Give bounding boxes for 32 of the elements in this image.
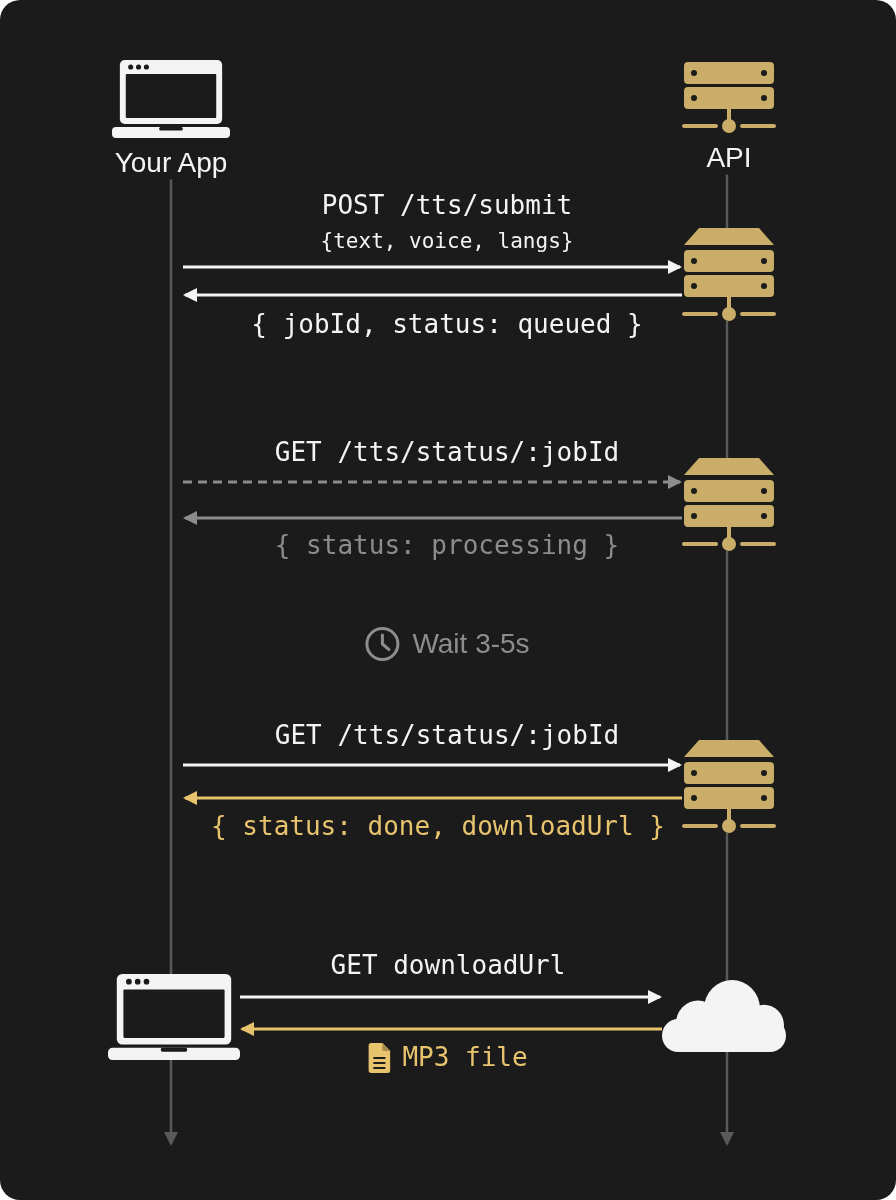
edge-label: POST /tts/submit	[321, 190, 573, 222]
arrow	[240, 1022, 662, 1036]
wait-note: Wait 3-5s	[412, 627, 530, 661]
arrow	[183, 758, 682, 772]
participant-label: Your App	[114, 146, 228, 180]
lifeline	[725, 833, 729, 980]
edge-label: { status: done, downloadUrl }	[211, 811, 665, 843]
lifeline	[720, 1052, 734, 1146]
edge-label: { jobId, status: queued }	[251, 309, 643, 341]
server-icon	[682, 228, 776, 321]
cloud-icon	[662, 980, 786, 1052]
edge-label: { status: processing }	[274, 530, 620, 562]
server-icon	[682, 740, 776, 833]
edge-label: GET /tts/status/:jobId	[274, 437, 620, 469]
arrow	[183, 475, 682, 489]
payload-label: {text, voice, langs}	[320, 229, 574, 255]
edge-label: MP3 file	[402, 1042, 528, 1074]
server-icon	[682, 458, 776, 551]
participant-label: API	[706, 141, 752, 175]
lifeline	[164, 1060, 178, 1146]
arrow	[183, 511, 682, 525]
arrow	[183, 791, 682, 805]
arrow	[183, 288, 682, 302]
edge-label: GET downloadUrl	[330, 950, 566, 982]
lifeline	[725, 321, 729, 458]
lifeline	[725, 551, 729, 740]
arrow	[240, 990, 662, 1004]
laptop-icon	[108, 974, 240, 1060]
lifeline	[725, 174, 729, 228]
edge-label: GET /tts/status/:jobId	[274, 720, 620, 752]
lifeline	[169, 179, 173, 974]
arrow	[183, 260, 682, 274]
